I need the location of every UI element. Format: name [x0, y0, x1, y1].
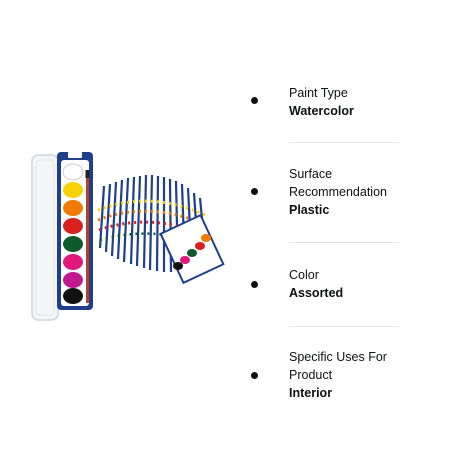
stacked-paint-sets: [97, 174, 225, 285]
attribute-value: Interior: [289, 386, 333, 400]
divider: [289, 142, 399, 143]
brush-tip: [85, 170, 90, 178]
bullet-icon: [251, 281, 258, 288]
paint-pan-white: [62, 163, 84, 181]
paint-pan-violet: [63, 272, 83, 288]
attribute-label: Surface Recommendation: [289, 167, 387, 199]
divider: [289, 242, 399, 243]
attribute-value: Assorted: [289, 286, 344, 300]
attribute-label: Color: [289, 268, 319, 282]
divider: [289, 326, 399, 327]
attribute-value: Watercolor: [289, 104, 354, 118]
paint-pan-orange: [63, 200, 83, 216]
attribute-value: Plastic: [289, 203, 330, 217]
lid-inner-edge: [35, 159, 55, 316]
paint-pan-red: [63, 218, 83, 234]
paint-pan-magenta: [63, 254, 83, 270]
watercolor-paint-set-image: [31, 152, 225, 321]
bullet-icon: [251, 372, 258, 379]
bullet-icon: [251, 188, 258, 195]
tray-label: [68, 152, 82, 158]
paint-pan-green: [63, 236, 83, 252]
front-paint-set: [159, 213, 225, 285]
bullet-icon: [251, 97, 258, 104]
paint-pan-black: [63, 288, 83, 304]
paint-pans: [62, 163, 84, 304]
attribute-label: Specific Uses For Product: [289, 350, 387, 382]
paint-brush: [86, 175, 89, 303]
attribute-list: Paint Type Watercolor Surface Recommenda…: [245, 0, 450, 450]
attribute-label: Paint Type: [289, 86, 348, 100]
paint-pan-yellow: [63, 182, 83, 198]
